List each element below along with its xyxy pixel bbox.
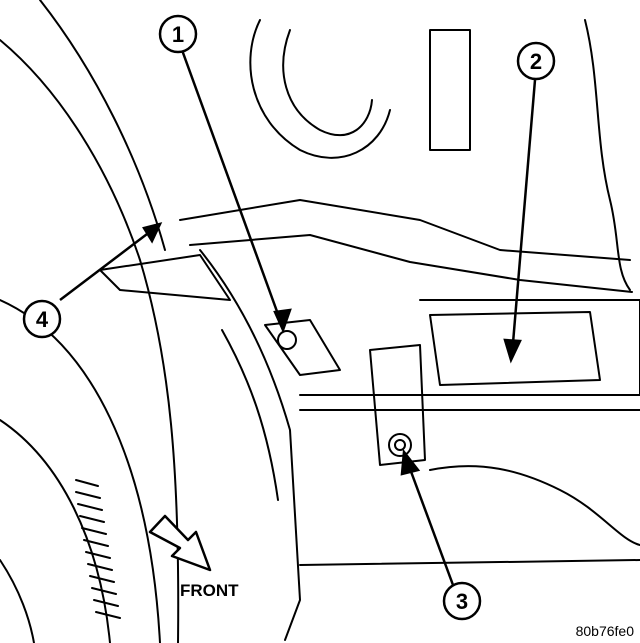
tire-tread — [75, 479, 121, 619]
arrowhead-2 — [503, 338, 522, 364]
callout-1: 1 — [158, 14, 198, 54]
callout-3: 3 — [442, 581, 482, 621]
fender-inner-edge — [39, 0, 166, 251]
wheel-arch-outer — [0, 299, 161, 643]
harness — [584, 19, 631, 291]
beam-lower — [299, 559, 640, 566]
arrowhead-4 — [142, 222, 163, 244]
leader-3 — [404, 457, 455, 586]
splash-shield — [199, 249, 301, 641]
upper-support — [179, 199, 631, 261]
leader-2 — [510, 79, 537, 356]
callout-2-label: 2 — [530, 49, 542, 74]
callout-3-label: 3 — [456, 589, 468, 614]
callout-2: 2 — [516, 41, 556, 81]
bracket-tab — [99, 254, 231, 301]
fender-outer-edge — [0, 39, 180, 643]
leaders — [59, 49, 537, 586]
callout-4: 4 — [22, 299, 62, 339]
arrowhead-3 — [400, 448, 421, 476]
callout-1-label: 1 — [172, 22, 184, 47]
fender-lip — [0, 559, 35, 643]
leader-4 — [59, 227, 156, 301]
leader-1 — [180, 49, 285, 329]
bolt-3 — [388, 433, 412, 457]
frame-rail — [419, 299, 640, 396]
callout-4-label: 4 — [36, 307, 49, 332]
splash-shield-flange — [221, 329, 279, 501]
front-arrow-icon — [148, 514, 212, 572]
wheel-arch-inner — [0, 419, 111, 643]
bolt-1-bracket — [264, 319, 341, 376]
mount-block — [429, 29, 471, 151]
mount-bracket — [369, 344, 426, 466]
bolt-3-head — [394, 439, 406, 451]
bolt-1 — [277, 330, 297, 350]
lower-contour — [429, 465, 640, 546]
figure-code: 80b76fe0 — [576, 623, 635, 639]
hose-loop-inner — [282, 29, 373, 137]
arrowhead-1 — [273, 308, 292, 334]
front-label: FRONT — [180, 581, 239, 600]
upper-support-lower — [189, 234, 633, 293]
component-box — [429, 311, 601, 386]
hose-loop — [249, 19, 391, 159]
